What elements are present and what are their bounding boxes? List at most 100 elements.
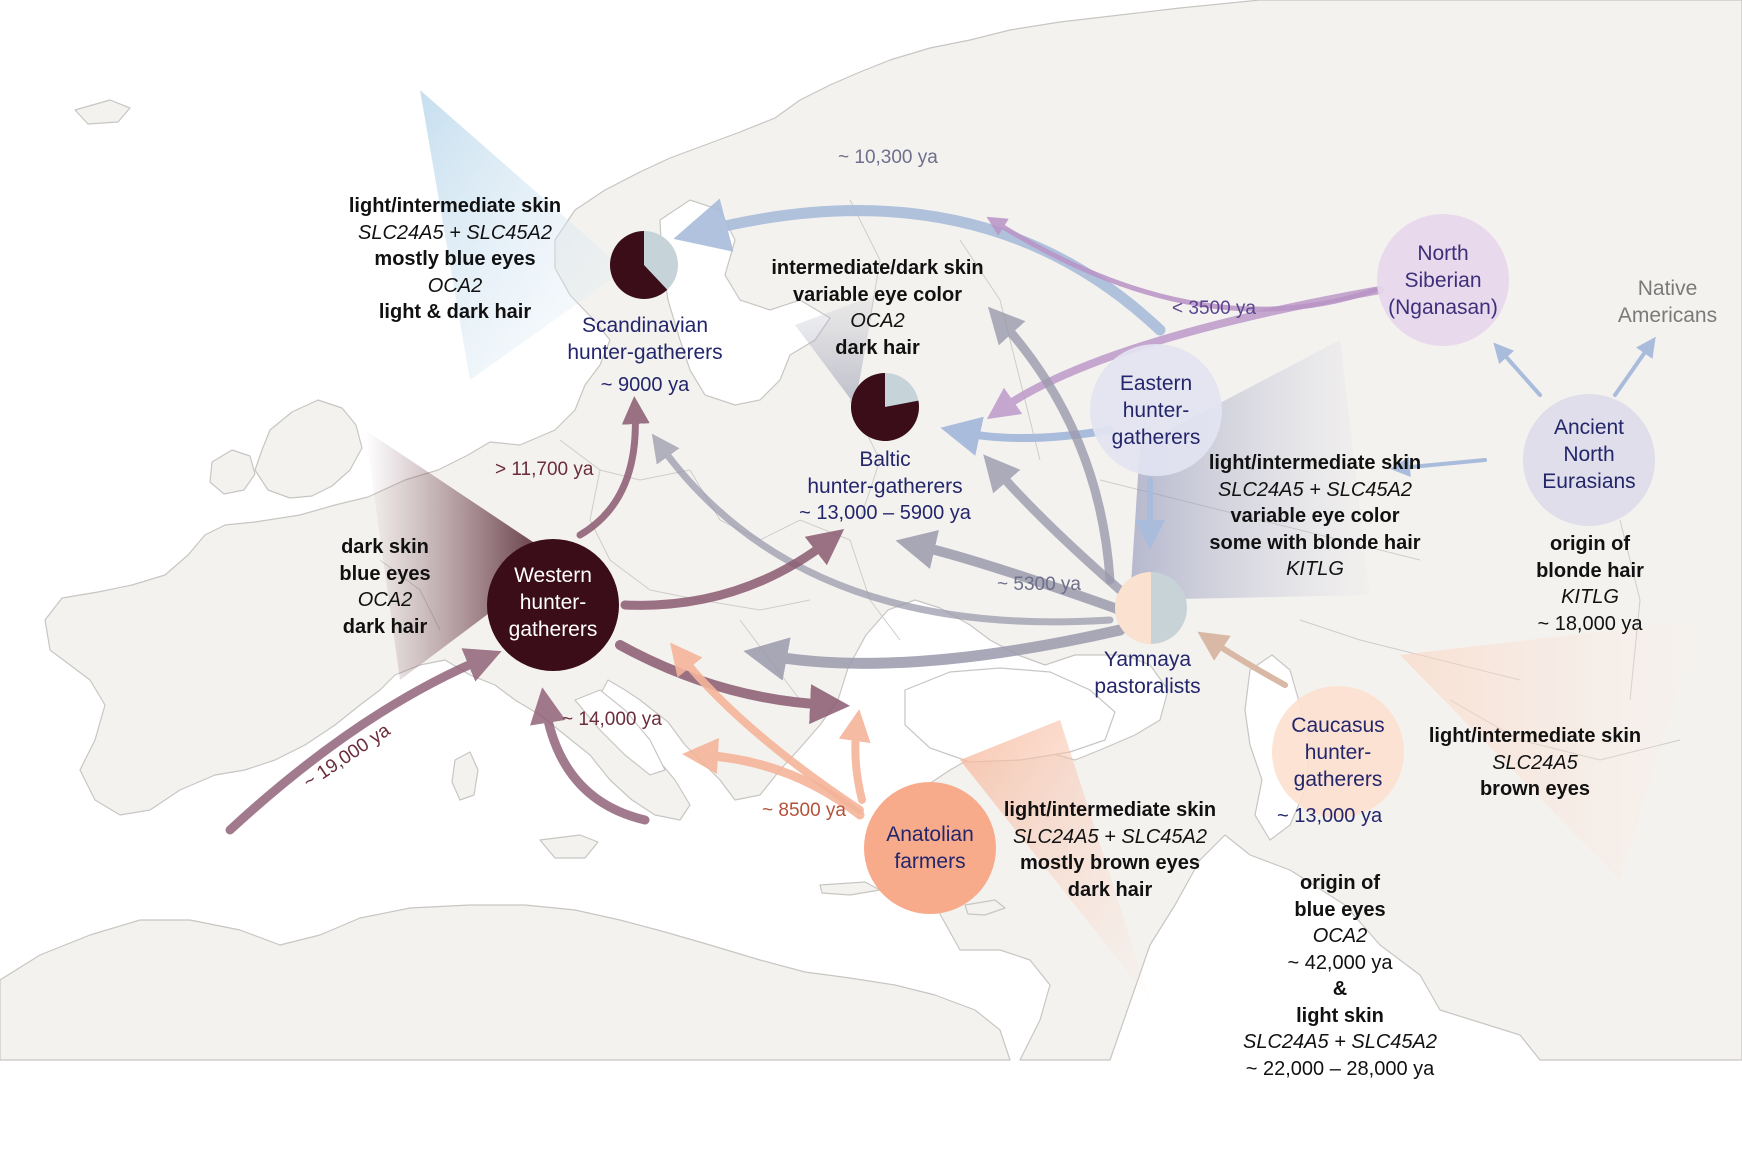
- date-3500: < 3500 ya: [1172, 298, 1256, 319]
- anatolian-line-1: Anatolian: [886, 823, 974, 846]
- date-5300: ~ 5300 ya: [997, 574, 1081, 595]
- trait-line: KITLG: [1286, 558, 1344, 580]
- eastern-line-1: Eastern: [1119, 372, 1193, 395]
- scandinavian-line-1: Scandinavian: [581, 314, 709, 337]
- north-siberian-line-1: North: [1417, 242, 1469, 265]
- yamnaya-pie: [1115, 572, 1187, 644]
- british-isles: [254, 399, 363, 499]
- anatolian-farmers-node: [864, 782, 996, 914]
- arrow-yamnaya-to-baltic: [983, 454, 1125, 595]
- arrow-ane-to-native: [1613, 336, 1656, 397]
- arrow-yamnaya-to-scandinavia-south: [651, 433, 1114, 626]
- yamnaya-line-2: pastoralists: [1094, 675, 1201, 698]
- trait-line: brown eyes: [1479, 778, 1591, 800]
- trait-line: OCA2: [357, 589, 413, 611]
- caucasus-line-2: hunter-: [1304, 741, 1372, 764]
- native-americans-label: Native Americans: [1600, 275, 1735, 329]
- population-nodes: [487, 214, 1655, 914]
- ireland: [209, 449, 256, 495]
- north-siberian-label: North Siberian (Nganasan): [1373, 240, 1513, 321]
- migration-arrows: [225, 198, 1656, 835]
- trait-line: SLC24A5 + SLC45A2: [357, 221, 553, 244]
- arrow-western-to-baltic: [620, 528, 845, 610]
- trait-line: blue eyes: [1294, 898, 1386, 921]
- arrow-iberia-to-western: [225, 648, 502, 835]
- baltic-hg-label: Baltic hunter-gatherers ~ 13,000 – 5900 …: [765, 446, 1005, 527]
- arrow-anatolia-to-danube: [838, 709, 871, 804]
- trait-line: SLC24A5 + SLC45A2: [1242, 1031, 1438, 1053]
- trait-line: light/intermediate skin: [1428, 725, 1642, 747]
- date-14000: ~ 14,000 ya: [562, 709, 662, 730]
- baltic-date: ~ 13,000 – 5900 ya: [799, 502, 971, 524]
- arrow-western-to-scandinavia: [576, 396, 650, 539]
- date-13000: ~ 13,000 ya: [1277, 805, 1383, 827]
- anatolian-line-2: farmers: [894, 850, 966, 873]
- caucasus-hg-label: Caucasus hunter- gatherers: [1273, 712, 1403, 793]
- trait-line: intermediate/dark skin: [771, 257, 984, 279]
- trait-line: origin of: [1550, 533, 1630, 555]
- trait-line: OCA2: [1312, 925, 1368, 947]
- date-11700: > 11,700 ya: [495, 459, 594, 480]
- trait-wedges: [365, 90, 1700, 1000]
- sardinia: [451, 751, 479, 801]
- scandinavian-pie: [610, 231, 678, 299]
- cyprus: [964, 899, 1006, 916]
- eastern-line-2: hunter-: [1122, 399, 1190, 422]
- arrow-yamnaya-to-central: [895, 530, 1125, 615]
- eastern-hg-label: Eastern hunter- gatherers: [1091, 370, 1221, 451]
- trait-line: light/intermediate skin: [1208, 452, 1422, 474]
- adriatic-sea: [574, 689, 666, 776]
- baltic-line-2: hunter-gatherers: [807, 475, 963, 498]
- trait-line: light skin: [1296, 1004, 1384, 1027]
- trait-line: KITLG: [1561, 586, 1619, 608]
- trait-line: mostly brown eyes: [1019, 852, 1201, 874]
- trait-line: origin of: [1300, 872, 1380, 894]
- pie-scand-dark-slice: [610, 231, 668, 299]
- arrow-eastern-to-baltic: [940, 416, 1114, 456]
- arrow-anatolia-to-italy: [682, 738, 865, 820]
- trait-line: &: [1332, 978, 1348, 1000]
- trait-line: OCA2: [850, 310, 905, 332]
- trait-line: variable eye color: [1230, 505, 1400, 527]
- date-8500: ~ 8500 ya: [762, 800, 846, 821]
- native-line-2: Americans: [1617, 304, 1718, 327]
- scandinavian-line-2: hunter-gatherers: [567, 341, 723, 364]
- trait-baltic: intermediate/dark skin variable eye color…: [745, 255, 1010, 361]
- eastern-wedge: [1130, 340, 1370, 600]
- scandinavian-hg-label: Scandinavian hunter-gatherers ~ 9000 ya: [545, 312, 745, 399]
- western-wedge: [365, 430, 560, 680]
- eastern-hg-node: [1090, 344, 1222, 476]
- arrow-yamnaya-to-north: [987, 306, 1115, 585]
- trait-line: ~ 42,000 ya: [1287, 951, 1393, 974]
- caucasus-wedge: [1400, 620, 1700, 880]
- trait-line: dark hair: [835, 336, 920, 359]
- caucasus-line-3: gatherers: [1293, 768, 1383, 791]
- trait-line: light & dark hair: [378, 301, 532, 323]
- north-siberian-line-3: (Nganasan): [1388, 296, 1498, 319]
- yamnaya-label: Yamnaya pastoralists: [1065, 646, 1230, 700]
- pie-yamnaya-dark-slice: [1115, 572, 1151, 644]
- trait-line: light/intermediate skin: [1003, 799, 1217, 821]
- arrow-ane-to-siberian: [1493, 342, 1542, 397]
- eastern-line-3: gatherers: [1111, 426, 1201, 449]
- arrow-caucasus-to-yamnaya: [1197, 631, 1288, 688]
- anatolian-wedge: [960, 720, 1150, 1000]
- scandinavian-wedge: [420, 90, 625, 380]
- iceland: [74, 99, 131, 125]
- anatolian-farmers-label: Anatolian farmers: [865, 821, 995, 875]
- ane-line-3: Eurasians: [1542, 470, 1636, 493]
- ancient-north-eurasians-node: [1523, 394, 1655, 526]
- western-line-1: Western: [514, 564, 592, 587]
- baltic-line-1: Baltic: [859, 448, 911, 471]
- western-line-2: hunter-: [519, 591, 587, 614]
- trait-line: SLC24A5 + SLC45A2: [1012, 825, 1208, 848]
- arrow-eastern-to-scandinavian: [673, 198, 1166, 336]
- trait-line: ~ 22,000 – 28,000 ya: [1245, 1057, 1435, 1080]
- trait-line: variable eye color: [793, 283, 962, 306]
- western-hg-node: [487, 539, 619, 671]
- trait-line: blonde hair: [1536, 559, 1644, 582]
- caucasus-hg-node: [1272, 686, 1404, 818]
